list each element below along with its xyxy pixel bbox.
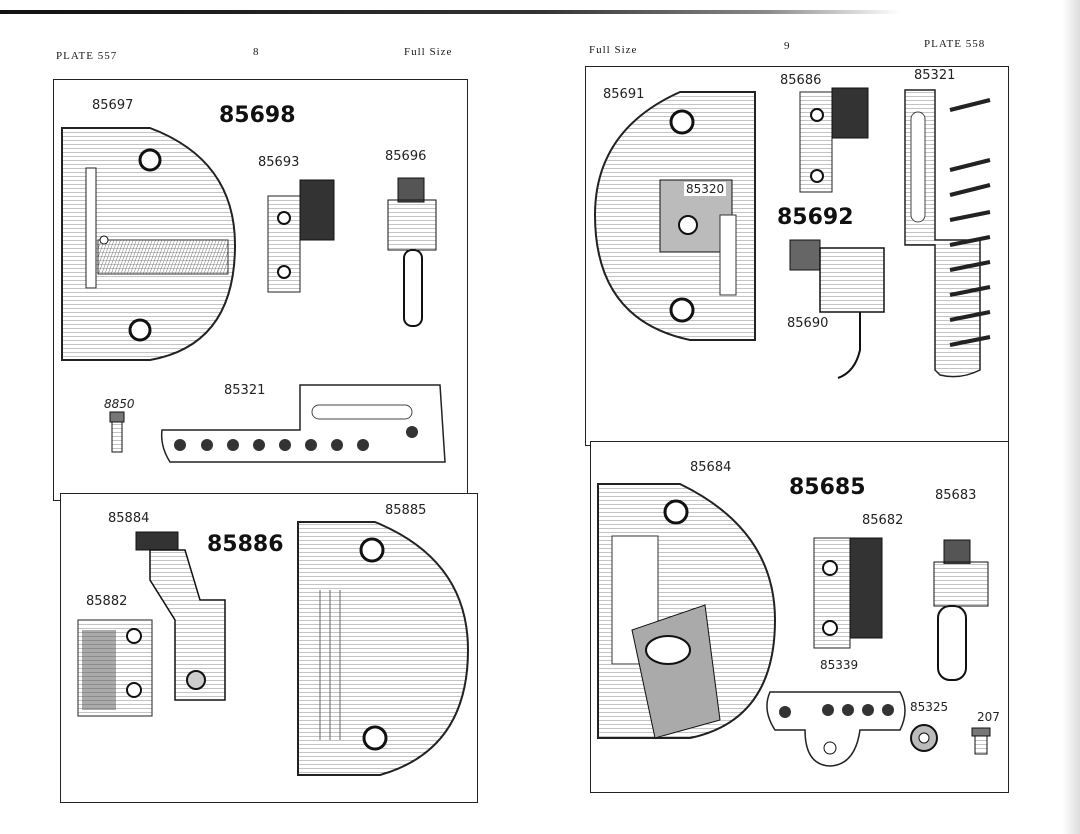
throat-plate-85885-drawing — [297, 521, 470, 776]
screw-207-drawing — [971, 727, 991, 755]
part-label-85882: 85882 — [86, 594, 128, 609]
throat-plate-85691-drawing — [593, 91, 756, 341]
left-size-label: Full Size — [404, 46, 453, 58]
part-label-85692: 85692 — [777, 205, 854, 230]
right-plate-label: PLATE 558 — [924, 38, 986, 50]
part-label-85690: 85690 — [787, 316, 829, 331]
presser-foot-85886-drawing — [135, 531, 226, 701]
screw-8850-drawing — [109, 411, 125, 453]
book-spine-edge — [1062, 0, 1080, 834]
throat-plate-85698-drawing — [61, 127, 237, 361]
part-label-85691: 85691 — [603, 87, 645, 102]
part-label-85886: 85886 — [207, 532, 284, 557]
presser-foot-85696-drawing — [387, 177, 437, 327]
gauge-85321-drawing — [160, 384, 446, 463]
part-label-85321-right: 85321 — [914, 68, 956, 83]
presser-foot-85690-drawing — [789, 239, 885, 379]
part-label-85684: 85684 — [690, 460, 732, 475]
part-label-207: 207 — [977, 710, 1000, 724]
left-page-number: 8 — [253, 46, 259, 58]
part-label-85693: 85693 — [258, 155, 300, 170]
part-label-85698: 85698 — [219, 103, 296, 128]
part-label-85682: 85682 — [862, 513, 904, 528]
part-label-85697: 85697 — [92, 98, 134, 113]
feed-dog-85682-drawing — [813, 537, 883, 649]
left-plate-label: PLATE 557 — [56, 50, 118, 62]
gauge-85339-drawing — [766, 691, 906, 767]
part-label-85686: 85686 — [780, 73, 822, 88]
right-page-number: 9 — [784, 40, 790, 52]
part-label-85884: 85884 — [108, 511, 150, 526]
part-label-85683: 85683 — [935, 488, 977, 503]
part-label-8850: 8850 — [104, 397, 135, 411]
part-label-85685: 85685 — [789, 475, 866, 500]
part-label-85339: 85339 — [820, 658, 859, 672]
part-label-85885: 85885 — [385, 503, 427, 518]
presser-foot-85683-drawing — [933, 539, 989, 681]
part-label-85320: 85320 — [684, 182, 727, 196]
feed-dog-85686-drawing — [799, 87, 869, 193]
gauge-85321-vertical-drawing — [904, 89, 991, 378]
part-label-85321-left: 85321 — [224, 383, 266, 398]
feed-dog-85882-drawing — [77, 619, 153, 717]
scan-edge-bar — [0, 10, 900, 14]
feed-dog-85693-drawing — [267, 179, 335, 293]
right-size-label: Full Size — [589, 44, 638, 56]
part-label-85696: 85696 — [385, 149, 427, 164]
part-label-85325: 85325 — [910, 700, 949, 714]
throat-plate-85685-drawing — [597, 483, 777, 739]
washer-85325-drawing — [910, 724, 938, 752]
